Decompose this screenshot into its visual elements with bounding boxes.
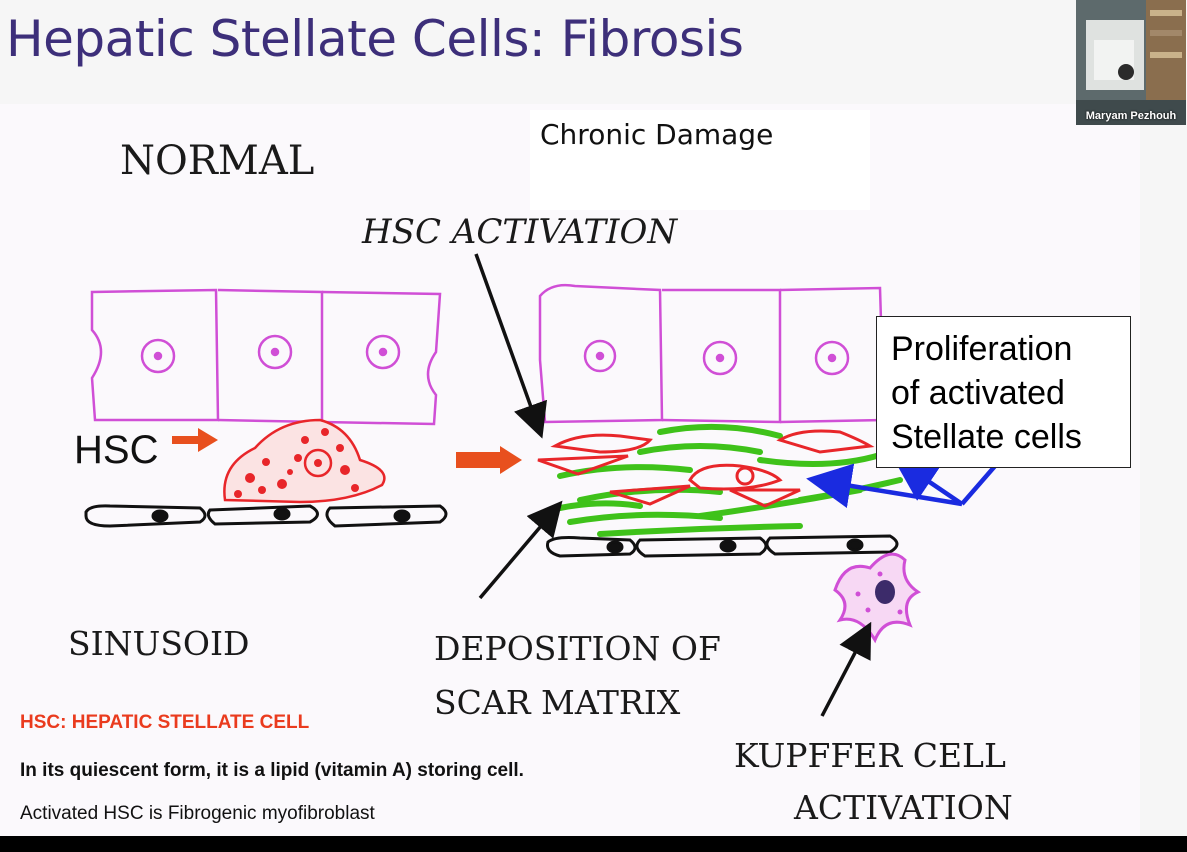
deposition-line-2: SCAR MATRIX [434,683,681,722]
hsc-activation-arrow [474,253,547,439]
hepatocyte [90,288,220,422]
normal-sinusoid-endothelium [84,504,448,528]
proliferation-line-3: Stellate cells [891,418,1082,456]
participant-name: Maryam Pezhouh [1085,110,1177,122]
proliferation-line-2: of activated [891,374,1065,412]
normal-label: NORMAL [120,138,315,184]
hepatocyte [661,288,782,424]
proliferation-callout: Proliferation of activated Stellate cell… [876,316,1131,468]
chronic-damage-box [530,110,870,210]
slide-title: Hepatic Stellate Cells: Fibrosis [6,10,744,68]
sinusoid-label: SINUSOID [68,624,250,663]
chronic-damage-label: Chronic Damage [540,118,774,151]
activated-hsc-note: Activated HSC is Fibrogenic myofibroblas… [20,803,375,824]
hepatocyte [217,288,324,424]
kupffer-cell [833,552,922,644]
normal-hepatocytes [90,288,442,426]
hepatocyte [538,283,664,424]
deposition-line-1: DEPOSITION OF [434,629,721,668]
fibrosis-hepatocytes [538,283,886,424]
hepatocyte [321,290,442,426]
activated-stellate-cells [537,429,875,508]
fibrosis-sinusoid-endothelium [546,534,899,558]
kupffer-arrow [820,621,872,717]
kupffer-line-2: ACTIVATION [794,788,1013,827]
blue-arrow [806,463,963,509]
quiescent-form-note: In its quiescent form, it is a lipid (vi… [20,760,524,781]
participant-video-tile[interactable]: Maryam Pezhouh [1076,0,1186,125]
orange-arrows [172,428,522,474]
deposition-label: DEPOSITION OF SCAR MATRIX [434,622,721,730]
scar-matrix [557,423,903,537]
bottom-bar [0,836,1187,852]
kupffer-line-1: KUPFFER CELL [734,736,1006,775]
scar-matrix-arrow [478,500,563,600]
black-pointer-arrows [474,253,872,717]
video-frame-image [1076,0,1186,125]
hsc-label: HSC [74,428,159,472]
hsc-activation-label: HSC ACTIVATION [362,212,678,252]
kupffer-label: KUPFFER CELL ACTIVATION [734,730,1013,834]
hsc-definition-note: HSC: HEPATIC STELLATE CELL [20,712,310,733]
quiescent-hsc [223,418,386,504]
blue-arrow [892,456,964,506]
proliferation-line-1: Proliferation [891,330,1073,368]
